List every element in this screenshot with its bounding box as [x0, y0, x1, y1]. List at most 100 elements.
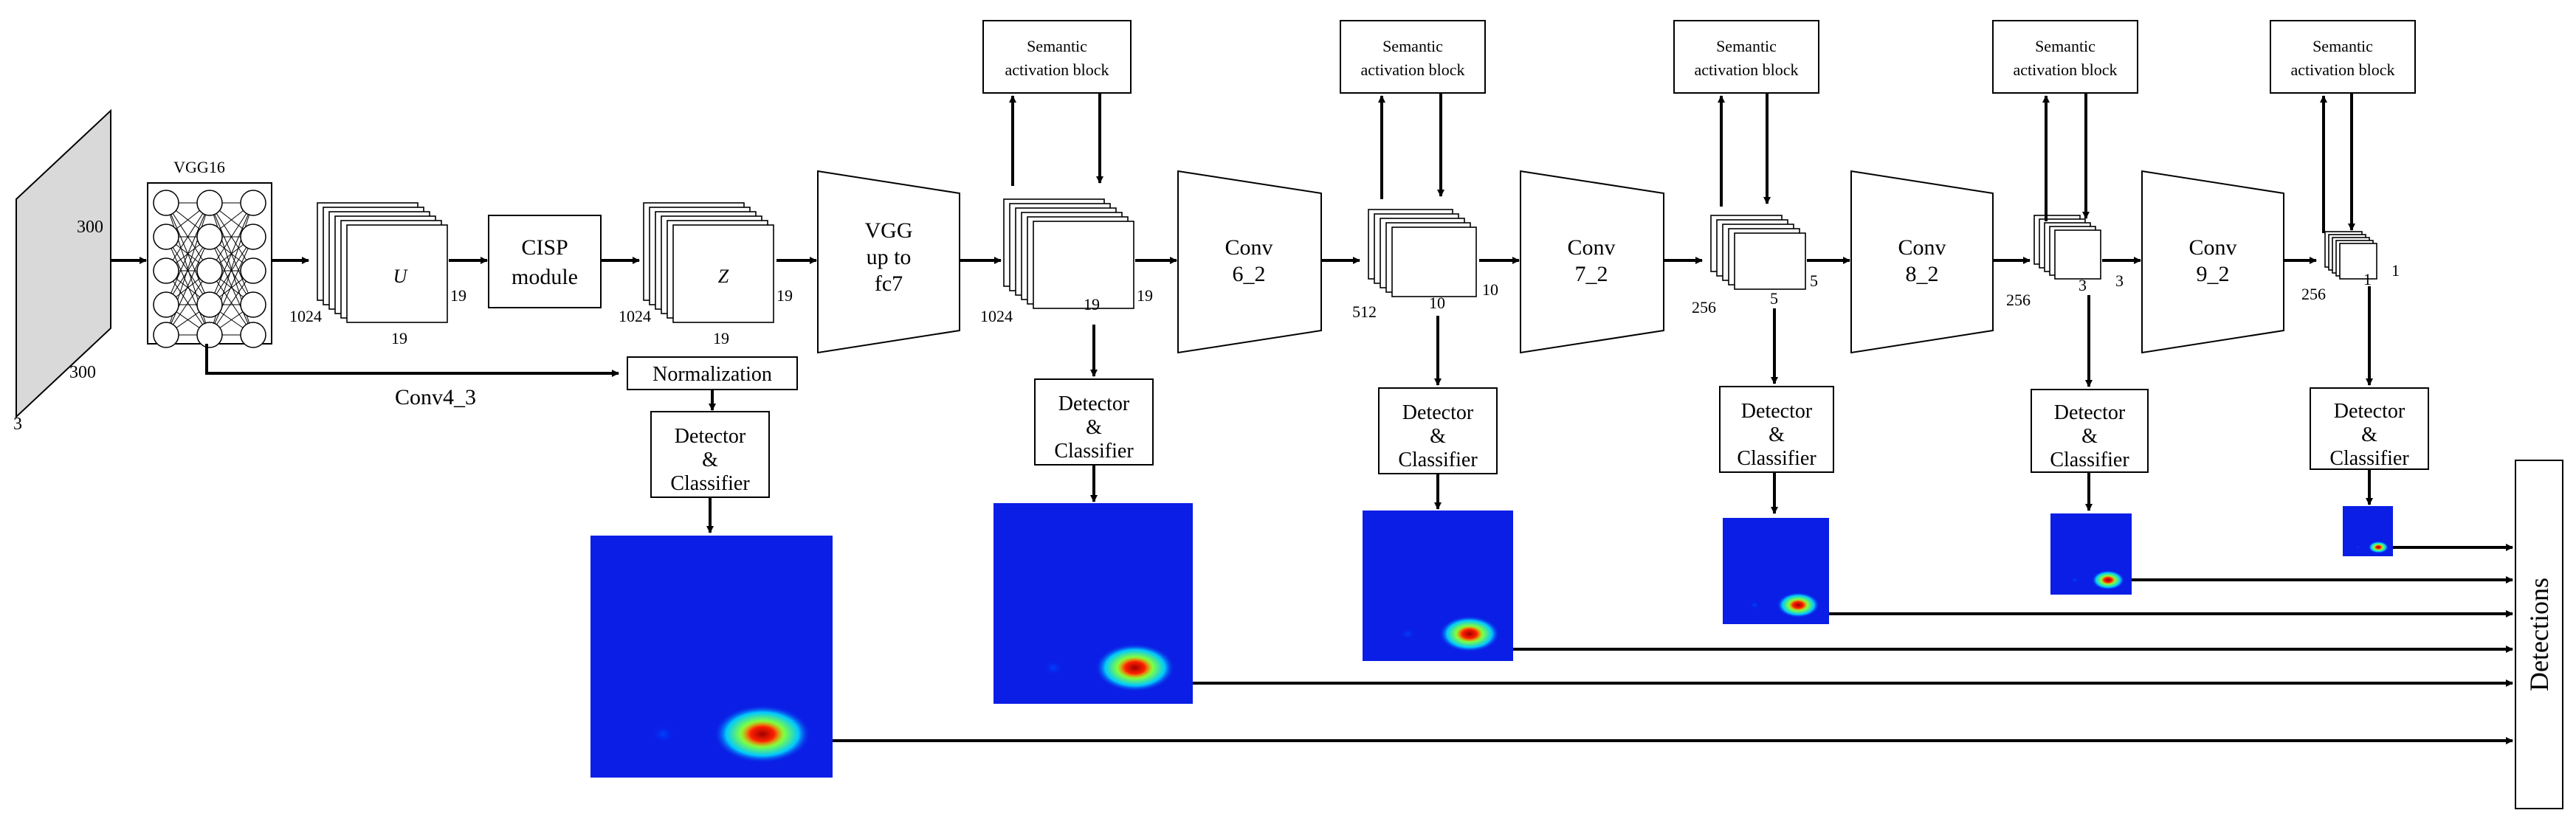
vgg16-neuron — [240, 224, 266, 250]
vgg16-neuron — [153, 224, 179, 250]
vgg16-neuron — [196, 291, 223, 318]
vgg16-connection — [165, 236, 210, 336]
conv9-line1: Conv — [2188, 235, 2236, 260]
vgg16-neuron — [240, 291, 266, 318]
heatmap-core — [2101, 575, 2116, 585]
heatmap-core — [2374, 544, 2383, 550]
normalization-label: Normalization — [652, 363, 772, 386]
heatmap-spot — [2070, 576, 2079, 584]
input-height-label: 300 — [77, 218, 103, 237]
feature-map-z-symbol: Z — [718, 266, 729, 287]
detector-6-line3: Classifier — [2329, 447, 2409, 470]
semantic-block-1: Semantic activation block — [982, 20, 1132, 94]
semantic-block-3: Semantic activation block — [1673, 20, 1819, 94]
detection-arrows — [833, 544, 2513, 744]
feature-map-z-height: 19 — [776, 286, 793, 305]
conv4-3-label: Conv4_3 — [395, 385, 476, 409]
conv7-line2: 7_2 — [1575, 262, 1608, 286]
feature-map-u-height: 19 — [450, 286, 466, 305]
detector-1-line2: & — [702, 449, 718, 471]
conv9-block: Conv 9_2 — [2141, 170, 2284, 354]
heatmap-spot — [2355, 545, 2360, 550]
feature-map-conv8-depth: 256 — [2006, 291, 2031, 309]
semantic-block-3-line2: activation block — [1694, 60, 1798, 79]
feature-map-conv9-width: 1 — [2363, 270, 2372, 288]
feature-map-layer — [672, 224, 774, 323]
conv6-line2: 6_2 — [1233, 262, 1266, 286]
feature-map-u-depth: 1024 — [289, 307, 322, 325]
vgg16-neuron — [240, 257, 266, 284]
vgg-fc7-line3: fc7 — [875, 271, 903, 296]
detector-3-line2: & — [1430, 425, 1446, 448]
detector-2-line2: & — [1086, 416, 1102, 439]
vgg16-neuron — [153, 291, 179, 318]
semantic-block-4-line1: Semantic — [2035, 37, 2095, 55]
feature-map-layer — [1391, 226, 1477, 297]
vgg-fc7-line1: VGG — [865, 218, 913, 243]
semantic-block-2: Semantic activation block — [1340, 20, 1486, 94]
detector-block-3: Detector & Classifier — [1378, 387, 1498, 474]
vgg16-neuron — [153, 190, 179, 216]
cisp-line1: CISP — [521, 235, 568, 260]
detector-block-2: Detector & Classifier — [1034, 378, 1154, 466]
feature-map-layer — [1033, 221, 1134, 309]
feature-map-conv7-depth: 256 — [1692, 298, 1716, 316]
feature-map-fc7-height: 19 — [1137, 286, 1153, 305]
feature-map-u — [317, 202, 448, 323]
heatmap-1 — [590, 536, 833, 778]
vgg16-title: VGG16 — [173, 158, 225, 176]
feature-map-layer — [346, 224, 448, 323]
detector-1-line3: Classifier — [670, 472, 750, 495]
heatmap-6 — [2343, 506, 2393, 556]
feature-map-conv9-depth: 256 — [2301, 285, 2326, 303]
conv6-block: Conv 6_2 — [1177, 170, 1322, 354]
detector-4-line1: Detector — [1741, 400, 1813, 423]
heatmaps — [590, 503, 2393, 778]
vgg16-neural-net-icon — [153, 190, 266, 348]
heatmap-spot — [651, 724, 675, 744]
vgg16-connection — [165, 236, 210, 305]
vgg16-connection — [165, 202, 210, 305]
vgg16-block: VGG16 — [147, 158, 272, 348]
heatmap-core — [1788, 599, 1808, 612]
vgg-fc7-line2: up to — [867, 245, 912, 269]
heatmap-core — [740, 720, 785, 748]
detector-5-line1: Detector — [2054, 401, 2126, 424]
detector-2-line1: Detector — [1058, 392, 1130, 415]
semantic-block-4-line2: activation block — [2013, 60, 2117, 79]
heatmap-3 — [1363, 511, 1513, 661]
cisp-line2: module — [512, 265, 578, 289]
semantic-block-5-line1: Semantic — [2312, 37, 2373, 55]
feature-map-conv6 — [1368, 209, 1477, 297]
feature-map-conv9 — [2324, 231, 2377, 280]
vgg16-neuron — [196, 322, 223, 348]
detector-block-4: Detector & Classifier — [1719, 386, 1834, 473]
feature-map-conv6-height: 10 — [1482, 280, 1498, 299]
feature-map-layer — [2054, 229, 2101, 280]
detector-5-line3: Classifier — [2050, 449, 2129, 471]
feature-map-layer — [2339, 243, 2377, 280]
feature-map-conv8-height: 3 — [2115, 271, 2124, 290]
feature-map-z-depth: 1024 — [619, 307, 651, 325]
semantic-block-1-line2: activation block — [1005, 60, 1109, 79]
vgg16-connection — [209, 202, 254, 305]
feature-map-z-width: 19 — [713, 329, 729, 347]
feature-map-conv6-depth: 512 — [1352, 302, 1377, 321]
detector-block-1: Detector & Classifier — [650, 411, 770, 498]
vgg16-connection — [209, 202, 254, 271]
detector-1-line1: Detector — [675, 425, 746, 448]
semantic-block-5: Semantic activation block — [2270, 20, 2416, 94]
feature-map-z — [643, 202, 774, 323]
input-channels-label: 3 — [13, 415, 22, 434]
heatmap-core — [1117, 657, 1153, 679]
detector-2-line3: Classifier — [1054, 440, 1134, 463]
feature-map-fc7 — [1003, 198, 1134, 309]
heatmap-spot — [1400, 628, 1416, 640]
heatmap-spot — [1749, 601, 1760, 609]
feature-map-u-symbol: U — [393, 266, 409, 287]
vgg16-neuron — [196, 224, 223, 250]
vgg16-neuron — [240, 190, 266, 216]
heatmap-4 — [1723, 518, 1829, 624]
feature-map-conv8-width: 3 — [2079, 276, 2087, 294]
